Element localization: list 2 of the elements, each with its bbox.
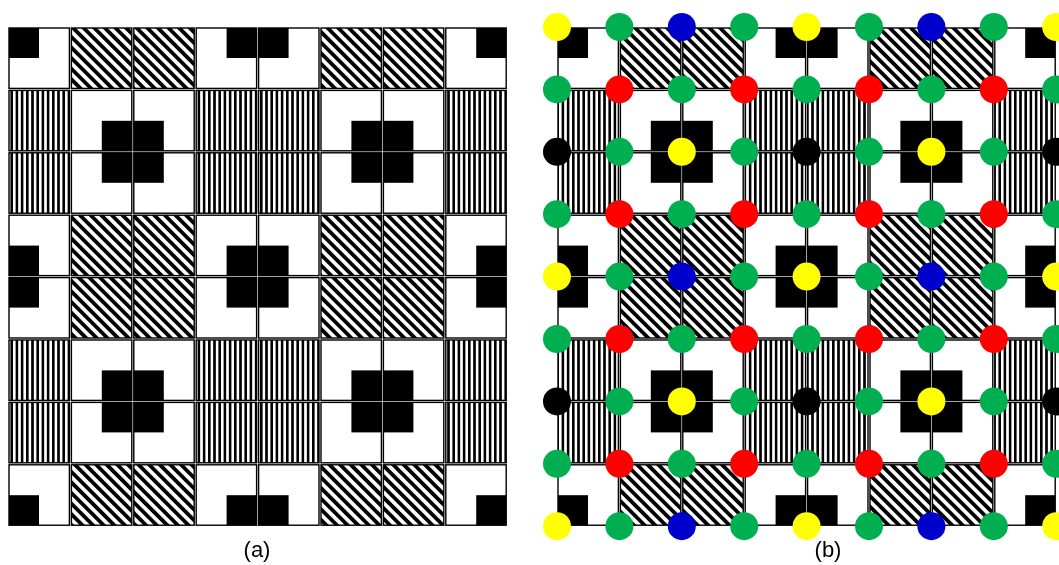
panel-label: (b) [814,537,842,563]
panel-label: (a) [243,537,271,563]
